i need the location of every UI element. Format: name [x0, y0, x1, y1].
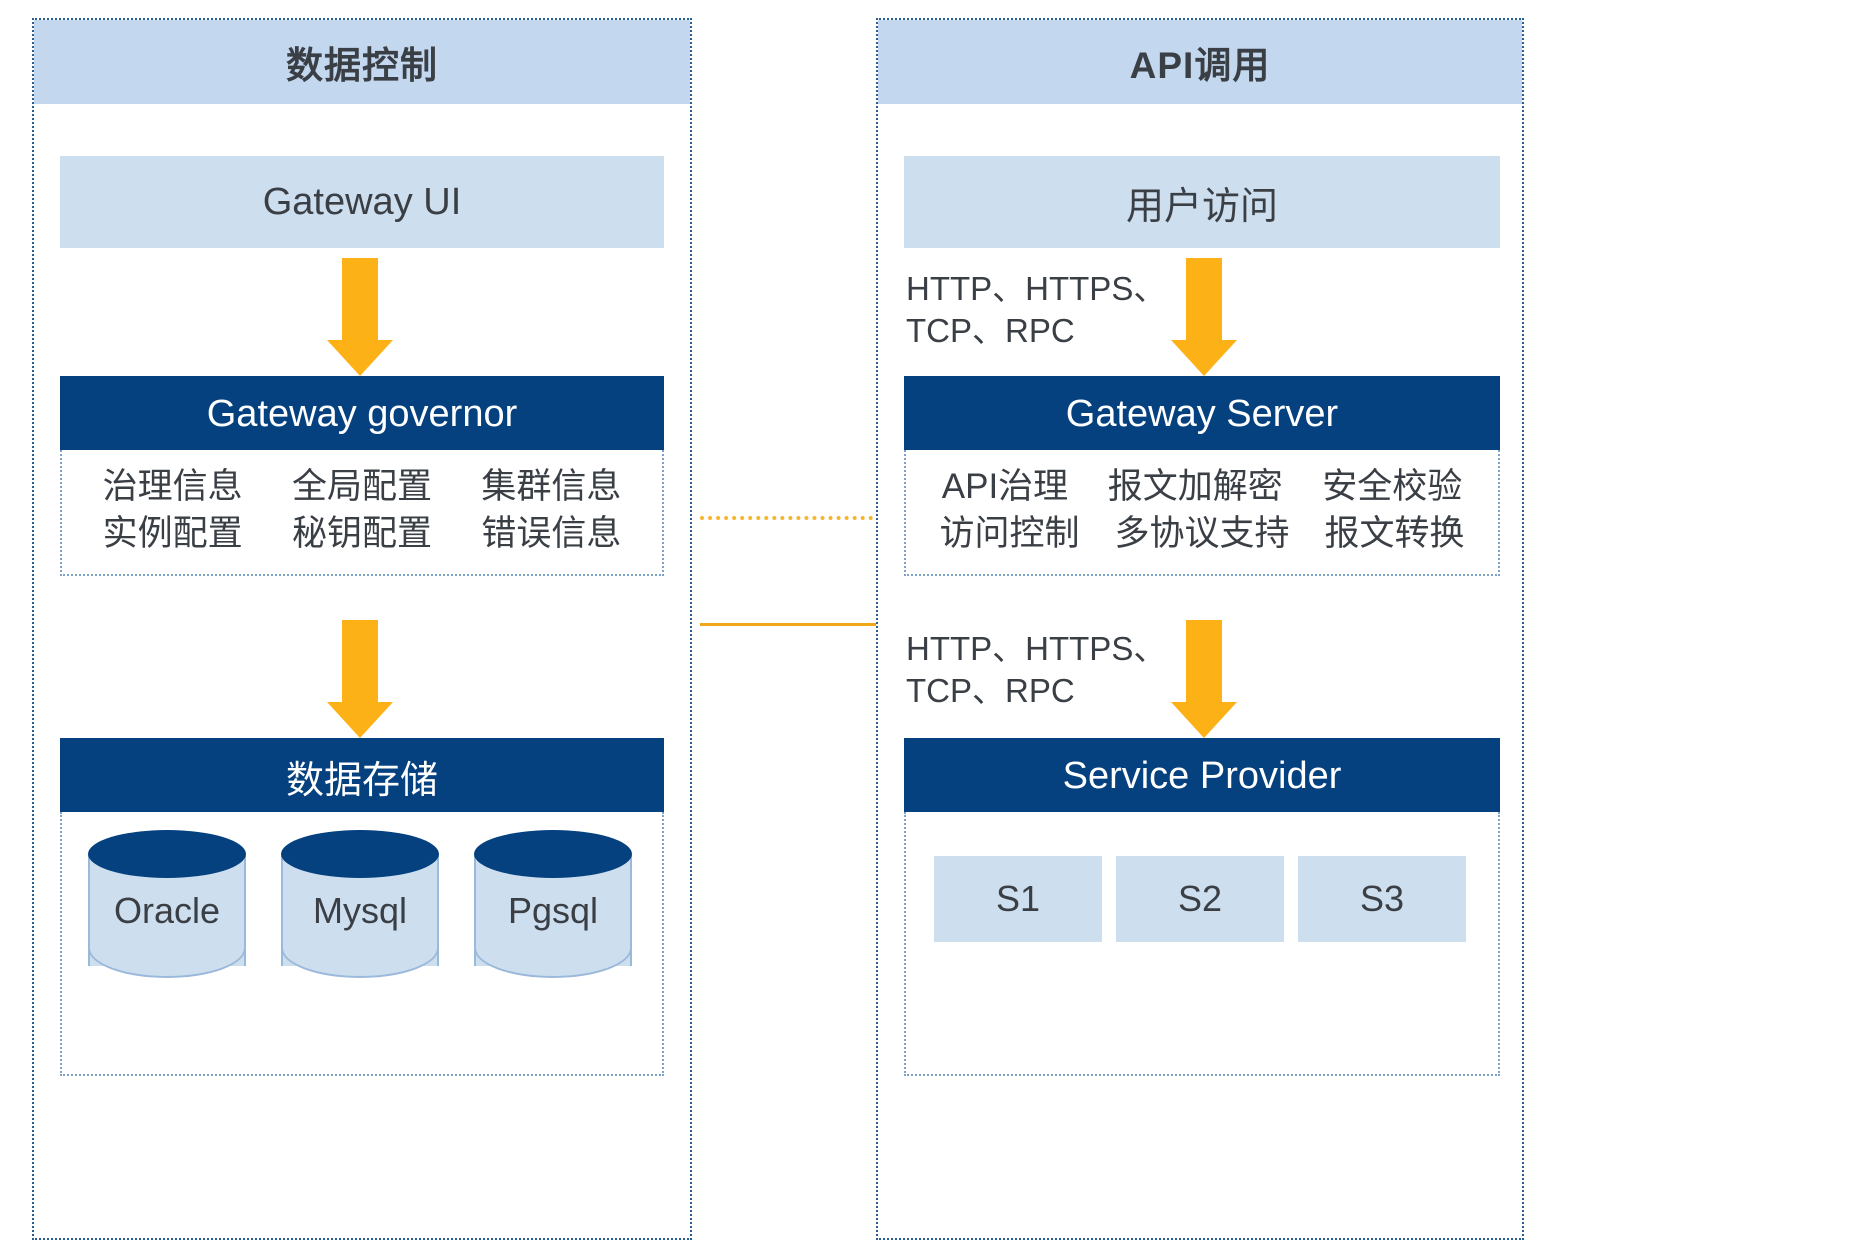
governor-features-row-1: 治理信息 全局配置 集群信息	[62, 464, 662, 511]
panel-right-title: API调用	[878, 20, 1522, 104]
governor-feature: 错误信息	[481, 513, 622, 553]
database-cylinder-pgsql[interactable]: Pgsql	[474, 830, 632, 978]
database-cylinder-oracle[interactable]: Oracle	[88, 830, 246, 978]
panel-left-title: 数据控制	[34, 20, 690, 104]
cylinder-bottom	[88, 932, 246, 978]
data-storage-body: Oracle Mysql Pgsql	[60, 812, 664, 1076]
governor-feature: 集群信息	[481, 467, 622, 506]
protocol-caption-bottom: HTTP、HTTPS、 TCP、RPC	[906, 630, 1167, 710]
database-label: Mysql	[312, 890, 407, 931]
arrow-user-to-gateway-server	[1154, 258, 1254, 376]
cylinder-top-icon	[281, 830, 439, 878]
service-box-s1[interactable]: S1	[934, 856, 1102, 942]
service-provider-card: Service Provider S1 S2 S3	[904, 738, 1500, 1076]
governor-feature: 全局配置	[291, 467, 432, 506]
database-label: Pgsql	[507, 890, 599, 931]
server-feature: 多协议支持	[1114, 513, 1290, 553]
panel-api-invocation: API调用 用户访问 HTTP、HTTPS、 TCP、RPC Gateway S…	[876, 18, 1524, 1240]
service-provider-body: S1 S2 S3	[904, 812, 1500, 1076]
server-feature: 访问控制	[939, 513, 1080, 553]
governor-feature: 实例配置	[102, 513, 243, 553]
gateway-governor-title: Gateway governor	[60, 376, 664, 450]
arrow-governor-to-storage	[310, 620, 410, 738]
database-cylinder-mysql[interactable]: Mysql	[281, 830, 439, 978]
cylinder-top-icon	[88, 830, 246, 878]
governor-feature: 秘钥配置	[291, 513, 432, 553]
service-box-s2[interactable]: S2	[1116, 856, 1284, 942]
cylinder-bottom	[281, 932, 439, 978]
governor-feature: 治理信息	[102, 467, 243, 506]
service-box-s3[interactable]: S3	[1298, 856, 1466, 942]
gateway-server-body: API治理 报文加解密 安全校验 访问控制 多协议支持 报文转换	[904, 450, 1500, 576]
gateway-governor-body: 治理信息 全局配置 集群信息 实例配置 秘钥配置 错误信息	[60, 450, 664, 576]
governor-features-row-2: 实例配置 秘钥配置 错误信息	[62, 511, 662, 558]
gateway-ui-box[interactable]: Gateway UI	[60, 156, 664, 248]
data-storage-card: 数据存储 Oracle Mysql	[60, 738, 664, 1076]
server-feature: 报文转换	[1324, 513, 1465, 553]
gateway-server-card: Gateway Server API治理 报文加解密 安全校验 访问控制 多协议…	[904, 376, 1500, 576]
protocol-caption-top: HTTP、HTTPS、 TCP、RPC	[906, 270, 1167, 350]
service-provider-title: Service Provider	[904, 738, 1500, 812]
gateway-server-title: Gateway Server	[904, 376, 1500, 450]
cylinder-bottom	[474, 932, 632, 978]
server-features-row-2: 访问控制 多协议支持 报文转换	[906, 511, 1498, 558]
arrow-ui-to-governor	[310, 258, 410, 376]
data-storage-title: 数据存储	[60, 738, 664, 812]
panel-data-control: 数据控制 Gateway UI Gateway governor 治理信息 全局…	[32, 18, 692, 1240]
server-feature: 安全校验	[1322, 467, 1463, 506]
arrow-server-to-provider	[1154, 620, 1254, 738]
server-feature: API治理	[941, 467, 1069, 506]
gateway-governor-card: Gateway governor 治理信息 全局配置 集群信息 实例配置 秘钥配…	[60, 376, 664, 576]
database-label: Oracle	[113, 890, 221, 931]
server-feature: 报文加解密	[1107, 467, 1283, 506]
user-access-box[interactable]: 用户访问	[904, 156, 1500, 248]
server-features-row-1: API治理 报文加解密 安全校验	[906, 464, 1498, 511]
cylinder-top-icon	[474, 830, 632, 878]
